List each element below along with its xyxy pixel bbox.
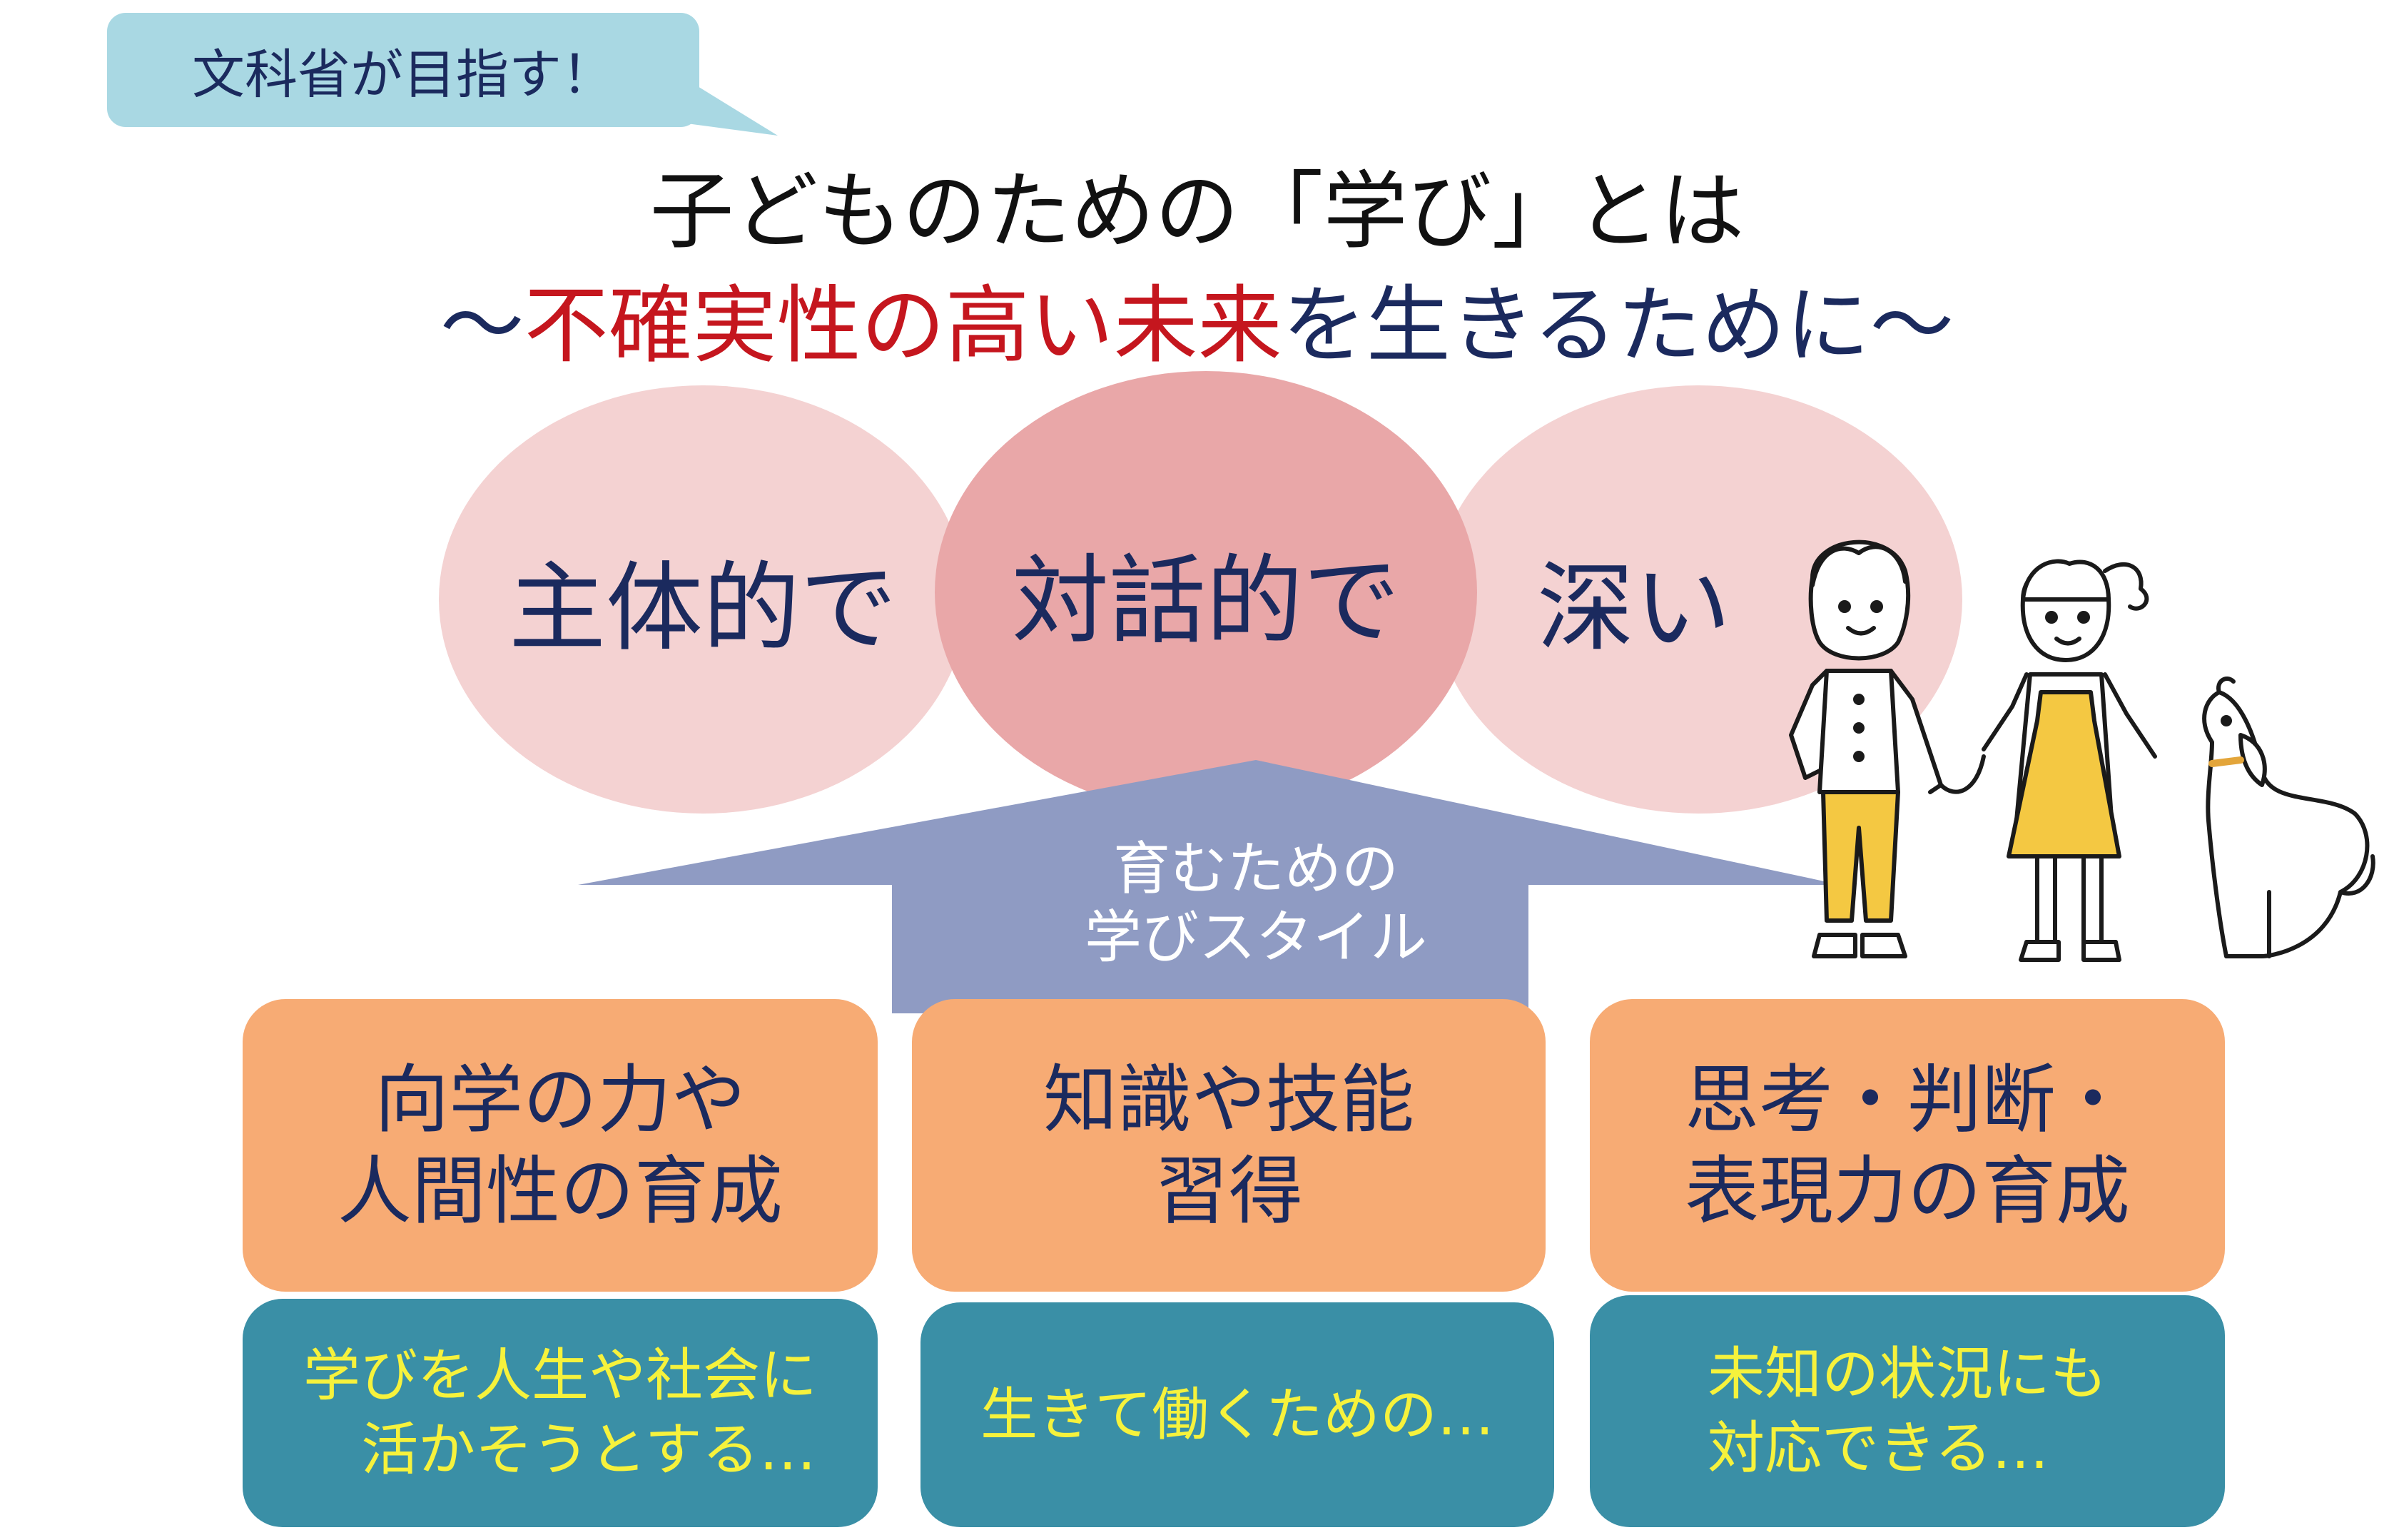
subtitle-prefix: 〜	[440, 276, 524, 375]
arrow-label-line2: 学びスタイル	[1085, 904, 1427, 971]
ability-line1: 思考・判断・	[1684, 1056, 2130, 1143]
goal-tag: 文科省が目指す！	[107, 13, 699, 127]
purpose-line2: 活かそうとする…	[361, 1417, 816, 1483]
ability-line2: 表現力の育成	[1684, 1148, 2130, 1235]
subtitle: 〜不確実性の高い未来を生きるために〜	[0, 257, 2394, 379]
arrow-label: 育むための 学びスタイル	[1013, 835, 1498, 972]
ellipse-dialogic: 対話的で	[935, 371, 1477, 814]
ability-box-knowledge: 知識や技能 習得	[912, 999, 1546, 1292]
children-dog-illustration	[1789, 539, 2375, 962]
ability-box-motivation: 向学の力や 人間性の育成	[243, 999, 878, 1292]
main-title: 子どものための「学び」とは	[649, 162, 1745, 260]
ability-line2: 人間性の育成	[337, 1148, 783, 1235]
boy-figure	[1789, 539, 1943, 958]
ellipse-label: 深い	[1537, 552, 1731, 665]
girl-figure	[1939, 559, 2157, 962]
dog-figure	[2202, 677, 2375, 958]
ellipse-label: 主体的で	[509, 552, 897, 665]
ellipse-label: 対話的で	[1012, 544, 1400, 658]
purpose-box-unknown: 未知の状況にも 対応できる…	[1590, 1295, 2225, 1527]
subtitle-suffix: を生きるために〜	[1282, 276, 1954, 375]
purpose-line1: 生きて働くための…	[980, 1381, 1494, 1448]
purpose-box-working: 生きて働くための…	[920, 1302, 1554, 1527]
purpose-box-life: 学びを人生や社会に 活かそうとする…	[243, 1299, 878, 1527]
ellipse-proactive: 主体的で	[439, 385, 967, 814]
ability-line1: 知識や技能	[1043, 1056, 1414, 1143]
ability-line2: 習得	[1154, 1148, 1303, 1235]
subtitle-highlight: 不確実性の高い未来	[524, 276, 1282, 375]
goal-tag-label: 文科省が目指す！	[192, 44, 614, 106]
purpose-line1: 未知の状況にも	[1708, 1340, 2107, 1407]
purpose-line2: 対応できる…	[1708, 1414, 2049, 1481]
ability-line1: 向学の力や	[374, 1056, 746, 1143]
arrow-label-line1: 育むための	[1113, 836, 1399, 902]
ability-box-thinking: 思考・判断・ 表現力の育成	[1590, 999, 2225, 1292]
purpose-line1: 学びを人生や社会に	[303, 1342, 817, 1409]
